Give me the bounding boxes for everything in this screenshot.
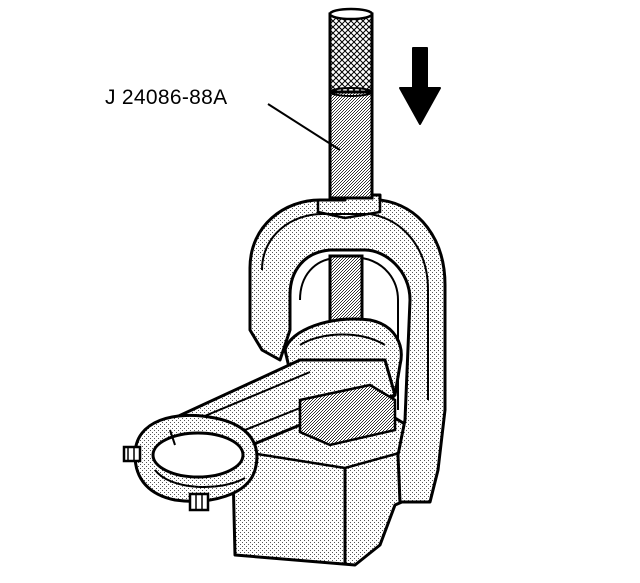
base-block xyxy=(230,416,420,567)
connecting-rod xyxy=(122,317,403,512)
rod-bolt-right xyxy=(188,492,210,512)
press-frame xyxy=(248,193,447,504)
rod-bolt-left xyxy=(122,445,142,463)
tool-number-label: J 24086-88A xyxy=(105,86,228,109)
plunger-handle xyxy=(328,7,374,200)
down-arrow-icon xyxy=(399,47,441,125)
label-leader-line xyxy=(267,103,341,151)
